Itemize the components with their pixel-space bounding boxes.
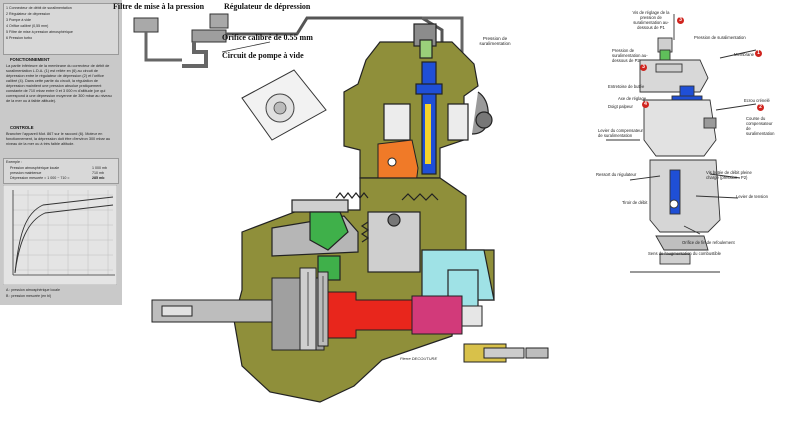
- badge: 3: [640, 64, 647, 71]
- springs: [335, 192, 439, 243]
- label-sens: Sens de l'augmentation du combustible: [648, 251, 721, 256]
- label-pression-p2: Pression de suralimentation au-dessous d…: [612, 48, 648, 63]
- label-pression-suralim: Pression de suralimentation: [479, 36, 511, 46]
- bottom-tag: Pierre DECOUTURE: [400, 356, 438, 361]
- legend-box: [3, 3, 119, 55]
- label-entretoise: Entretoise de butée: [608, 84, 645, 89]
- exemple-row-value: 710 mb: [92, 171, 104, 175]
- graph-curve-b: [14, 204, 114, 274]
- badge: 4: [642, 101, 649, 108]
- legend-item: 1 Connecteur de débit de suralimentation: [6, 6, 72, 10]
- label-circuit: Circuit de pompe à vide: [222, 51, 304, 60]
- turbo-inset: [241, 69, 327, 141]
- graph-curve-a: [14, 196, 114, 274]
- label-course: Course du compensateur de suralimentatio…: [746, 116, 775, 136]
- controle-title: CONTROLE: [10, 125, 34, 130]
- exemple-row-value: 1 000 mb: [92, 166, 107, 170]
- label-regulateur: Régulateur de dépression: [224, 2, 311, 11]
- badge: 2: [757, 104, 764, 111]
- exemple-row-value: 285 mb: [92, 176, 105, 180]
- exemple-box: [3, 158, 119, 184]
- label-membrane: Membrane: [734, 52, 755, 57]
- lda-housing: [343, 23, 493, 179]
- exemple-row-label: Dépression mesurée = 1 000 − 710 =: [10, 176, 70, 180]
- badge: 1: [755, 50, 762, 57]
- fonctionnement-text: La partie inférieure de la membrane du c…: [6, 64, 112, 103]
- altitude-graph: [3, 185, 117, 285]
- legend-item: 4 Orifice calibré (0,55 mm): [6, 24, 49, 28]
- label-vis-butee: Vis butée de débit pleine charge (pressi…: [706, 170, 752, 180]
- vacuum-regulator: [133, 13, 464, 68]
- legend-item: 6 Pression turbo: [6, 36, 33, 40]
- graph-legend-b: B : pression mesurée (en bl): [6, 294, 52, 298]
- compensator-diagram: [606, 14, 757, 273]
- exemple-row-label: Pression atmosphérique locale: [10, 166, 60, 170]
- label-levier-comp: Levier du compensateur de suralimentatio…: [598, 128, 643, 138]
- label-vis-reglage: Vis de réglage de la pression de suralim…: [632, 10, 670, 30]
- badge: 3: [677, 17, 684, 24]
- label-orifice-refoulement: Orifice de fin de refoulement: [682, 240, 735, 245]
- fonctionnement-title: FONCTIONNEMENT: [10, 57, 50, 62]
- pump-cutaway: [133, 13, 549, 403]
- label-axe-reglage: Axe de réglage: [618, 96, 647, 101]
- label-pression-suralim-right: Pression de suralimentation: [694, 35, 746, 40]
- info-panel: 1 Connecteur de débit de suralimentation…: [0, 0, 122, 305]
- label-levier-tension: Levier de tension: [736, 194, 768, 199]
- legend-item: 3 Pompe à vide: [6, 18, 31, 22]
- label-doigt-palpeur: Doigt palpeur: [608, 104, 633, 109]
- legend-item: 2 Régulateur de dépression: [6, 12, 51, 16]
- label-orifice: Orifice calibré de 0.55 mm: [222, 33, 313, 42]
- label-ecrou: Ecrou crénelé: [744, 98, 770, 103]
- label-filtre: Filtre de mise à la pression: [113, 2, 205, 11]
- controle-text: Brancher l'appareil Mot. 867 sur le racc…: [6, 132, 111, 146]
- exemple-label: Exemple :: [6, 160, 22, 164]
- rotor: [299, 267, 329, 351]
- label-tiroir: Tiroir de débit: [622, 200, 648, 205]
- label-ressort: Ressort du régulateur: [596, 172, 637, 177]
- graph-legend-a: A : pression atmosphérique locale: [6, 288, 60, 292]
- legend-item: 5 Filtre de mise à pression atmosphériqu…: [6, 30, 73, 34]
- exemple-row-label: pression maintenue: [10, 171, 42, 175]
